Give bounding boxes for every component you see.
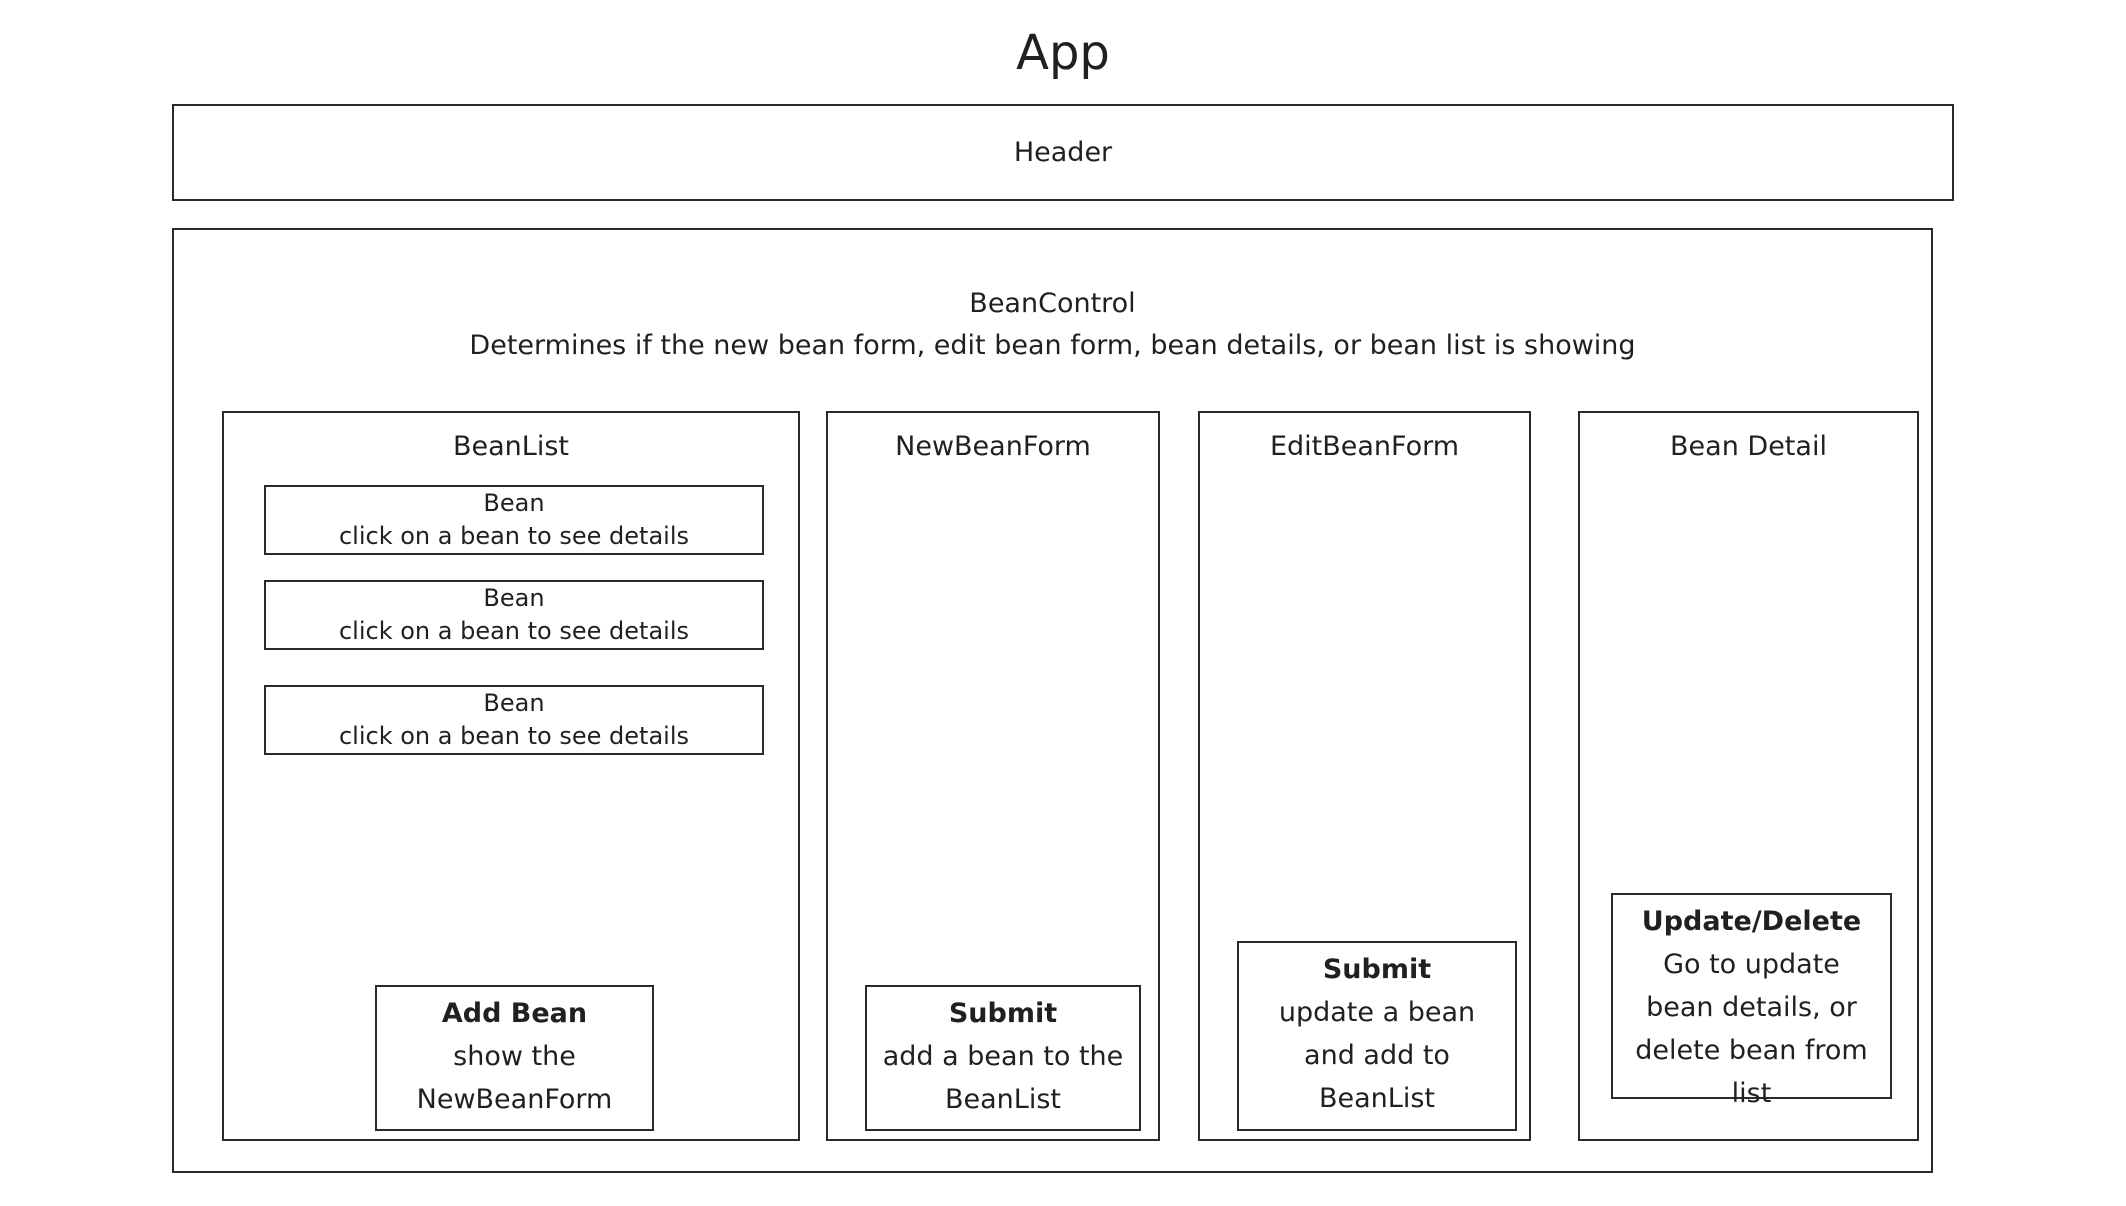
submit-new-bean-button-sub-2: BeanList [945, 1084, 1061, 1115]
panel-new-bean-form-title: NewBeanForm [895, 431, 1091, 462]
panel-bean-list: BeanList Bean click on a bean to see det… [222, 411, 800, 1141]
header-region: Header [172, 104, 1954, 201]
panel-bean-detail: Bean Detail Update/Delete Go to update b… [1578, 411, 1919, 1141]
list-item[interactable]: Bean click on a bean to see details [264, 580, 764, 650]
list-item[interactable]: Bean click on a bean to see details [264, 485, 764, 555]
update-delete-button-sub-4: list [1731, 1078, 1772, 1109]
submit-edit-bean-button[interactable]: Submit update a bean and add to BeanList [1237, 941, 1517, 1131]
bean-item-hint: click on a bean to see details [338, 617, 689, 645]
panel-bean-list-title: BeanList [453, 431, 569, 462]
submit-edit-bean-button-sub-2: and add to [1304, 1040, 1450, 1071]
update-delete-button-sub-3: delete bean from [1635, 1035, 1868, 1066]
panel-edit-bean-form-title: EditBeanForm [1269, 431, 1460, 462]
bean-item-name: Bean [483, 584, 545, 612]
bean-control-region: BeanControl Determines if the new bean f… [172, 228, 1933, 1173]
add-bean-button-sub-1: show the [453, 1041, 576, 1072]
bean-control-description: Determines if the new bean form, edit be… [469, 330, 1636, 361]
update-delete-button[interactable]: Update/Delete Go to update bean details,… [1611, 893, 1892, 1109]
add-bean-button-label: Add Bean [441, 998, 588, 1029]
list-item[interactable]: Bean click on a bean to see details [264, 685, 764, 755]
submit-edit-bean-button-sub-3: BeanList [1319, 1083, 1435, 1114]
panel-new-bean-form: NewBeanForm Submit add a bean to the Bea… [826, 411, 1160, 1141]
update-delete-button-sub-2: bean details, or [1646, 992, 1857, 1023]
bean-item-hint: click on a bean to see details [338, 722, 689, 750]
header-label: Header [1013, 136, 1113, 168]
bean-item-hint: click on a bean to see details [338, 522, 689, 550]
panel-bean-detail-title: Bean Detail [1670, 431, 1827, 462]
submit-edit-bean-button-label: Submit [1322, 954, 1432, 985]
add-bean-button[interactable]: Add Bean show the NewBeanForm [375, 985, 654, 1131]
bean-item-name: Bean [483, 489, 545, 517]
update-delete-button-label: Update/Delete [1641, 906, 1862, 937]
update-delete-button-sub-1: Go to update [1663, 949, 1840, 980]
bean-control-heading: BeanControl Determines if the new bean f… [174, 283, 1931, 367]
bean-item-name: Bean [483, 689, 545, 717]
add-bean-button-sub-2: NewBeanForm [416, 1084, 613, 1115]
page-title: App [1016, 25, 1110, 81]
submit-new-bean-button[interactable]: Submit add a bean to the BeanList [865, 985, 1141, 1131]
submit-new-bean-button-label: Submit [948, 998, 1058, 1029]
panel-edit-bean-form: EditBeanForm Submit update a bean and ad… [1198, 411, 1531, 1141]
submit-edit-bean-button-sub-1: update a bean [1278, 997, 1476, 1028]
submit-new-bean-button-sub-1: add a bean to the [882, 1041, 1124, 1072]
bean-control-title: BeanControl [969, 288, 1136, 319]
